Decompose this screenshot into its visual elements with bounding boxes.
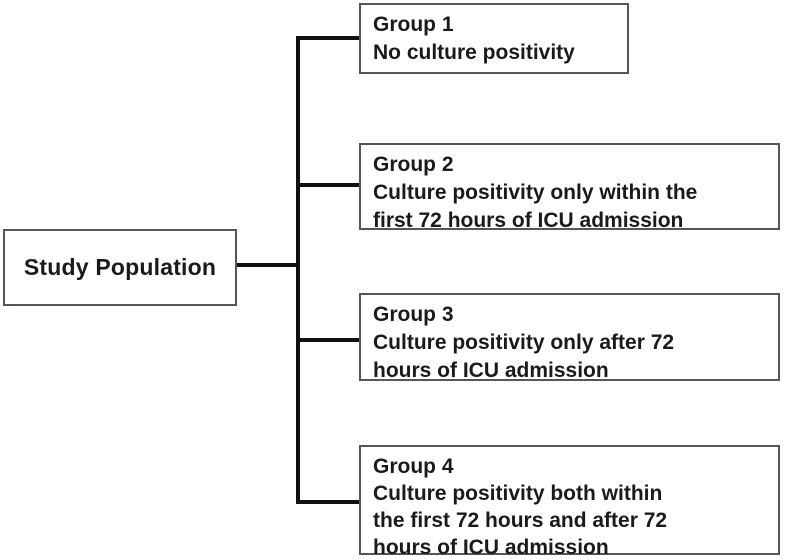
connector-branch-group2 — [296, 183, 359, 187]
connector-branch-group3 — [296, 338, 359, 342]
study-population-label: Study Population — [23, 254, 217, 280]
group-1-text: No culture positivity — [373, 41, 575, 64]
group-4-text-line-2: the first 72 hours and after 72 — [373, 509, 668, 532]
group-2-text-line-2: first 72 hours of ICU admission — [373, 209, 684, 232]
group-4-text-line-3: hours of ICU admission — [373, 536, 609, 559]
group-3-text-line-2: hours of ICU admission — [373, 359, 609, 382]
group-1-title: Group 1 — [373, 13, 454, 36]
group-1-box: Group 1 No culture positivity — [359, 3, 629, 74]
group-3-text-line-1: Culture positivity only after 72 — [373, 331, 675, 354]
connector-branch-group4 — [296, 500, 359, 504]
group-4-box: Group 4 Culture positivity both within t… — [359, 445, 780, 559]
study-population-box: Study Population — [3, 229, 237, 306]
group-2-title: Group 2 — [373, 153, 454, 176]
connector-branch-group1 — [296, 36, 359, 40]
connector-trunk — [296, 36, 300, 504]
group-2-text-line-1: Culture positivity only within the — [373, 181, 698, 204]
group-4-title: Group 4 — [373, 455, 454, 478]
group-4-text-line-1: Culture positivity both within — [373, 482, 663, 505]
group-3-box: Group 3 Culture positivity only after 72… — [359, 293, 780, 382]
connector-root-stem — [237, 263, 297, 267]
group-3-title: Group 3 — [373, 303, 454, 326]
group-2-box: Group 2 Culture positivity only within t… — [359, 143, 780, 232]
